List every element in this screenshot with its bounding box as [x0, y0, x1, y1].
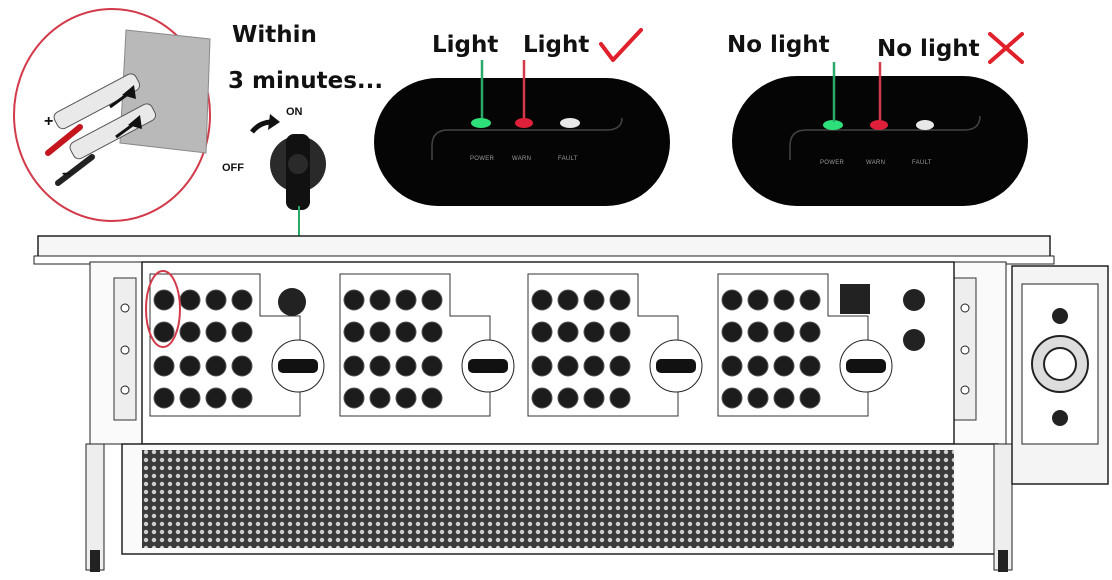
pv-connector	[799, 321, 821, 343]
indicator-panel-bad	[732, 76, 1028, 206]
highlight-ellipse	[143, 268, 183, 350]
pv-connector	[583, 387, 605, 409]
bad-pointer-lines	[828, 62, 888, 126]
pv-connector	[205, 289, 227, 311]
pv-connector	[421, 387, 443, 409]
bad-led-label-power: POWER	[820, 160, 845, 166]
pv-connector	[369, 321, 391, 343]
bad-warn-label: No light	[877, 36, 980, 62]
good-led-label-power: POWER	[470, 156, 495, 162]
pv-connector	[557, 321, 579, 343]
pv-connector	[231, 387, 253, 409]
pv-connector	[721, 289, 743, 311]
minus-sign: −	[62, 166, 72, 183]
plus-sign: +	[44, 113, 54, 130]
good-warn-label: Light	[523, 32, 590, 58]
pv-connector	[721, 387, 743, 409]
pv-connector	[583, 321, 605, 343]
pv-connector	[583, 289, 605, 311]
pv-connector	[369, 355, 391, 377]
pv-connector	[773, 387, 795, 409]
pv-connector	[179, 355, 201, 377]
pv-connector	[773, 289, 795, 311]
pv-connector	[153, 289, 175, 311]
dc-switch-detail	[246, 100, 346, 220]
pv-connector	[773, 321, 795, 343]
pv-connector	[609, 355, 631, 377]
pv-connector	[179, 289, 201, 311]
pv-connector	[179, 321, 201, 343]
pv-connector	[153, 387, 175, 409]
switch-on-label: ON	[286, 106, 303, 118]
pv-connector	[773, 355, 795, 377]
pv-connector	[747, 289, 769, 311]
dc-switch-knob	[846, 359, 886, 373]
pv-connector	[153, 321, 175, 343]
pv-connector	[531, 289, 553, 311]
pv-connector	[747, 321, 769, 343]
pv-connector	[747, 355, 769, 377]
pv-connector	[421, 289, 443, 311]
comm-port	[840, 284, 870, 314]
pv-connector	[609, 289, 631, 311]
pv-connector	[531, 355, 553, 377]
pv-connector	[421, 355, 443, 377]
pv-connector	[369, 387, 391, 409]
good-led-label-warn: WARN	[512, 156, 532, 162]
pv-connector	[231, 321, 253, 343]
check-icon	[597, 26, 645, 66]
pv-connector	[721, 355, 743, 377]
pv-connector	[531, 321, 553, 343]
pv-connector	[205, 387, 227, 409]
wifi-port	[278, 288, 306, 316]
pv-connector	[747, 387, 769, 409]
pv-connector	[343, 387, 365, 409]
pv-connector	[557, 387, 579, 409]
within-label: Within	[232, 22, 317, 48]
bad-led-label-fault: FAULT	[912, 160, 932, 166]
bad-power-label: No light	[727, 32, 830, 58]
pv-connector	[799, 387, 821, 409]
dc-switch-knob	[278, 359, 318, 373]
pv-connector	[609, 321, 631, 343]
inverter-connector-panel	[140, 262, 940, 422]
pv-connector	[721, 321, 743, 343]
aux-connector	[903, 329, 925, 351]
indicator-panel-good	[374, 78, 670, 206]
pv-connector	[153, 355, 175, 377]
pv-connector	[343, 289, 365, 311]
pv-connector	[395, 289, 417, 311]
pv-connector	[343, 355, 365, 377]
pv-connector	[557, 289, 579, 311]
cross-icon	[984, 28, 1028, 68]
pv-connector	[531, 387, 553, 409]
switch-off-label: OFF	[222, 162, 244, 174]
pv-connector	[231, 355, 253, 377]
pv-connector	[421, 321, 443, 343]
good-led-label-fault: FAULT	[558, 156, 578, 162]
pv-connector	[395, 321, 417, 343]
aux-connector	[903, 289, 925, 311]
dc-switch-knob	[468, 359, 508, 373]
pv-connector	[799, 289, 821, 311]
pv-connector	[557, 355, 579, 377]
minutes-label: 3 minutes...	[228, 68, 384, 94]
connector-callout	[10, 5, 220, 227]
good-power-label: Light	[432, 32, 499, 58]
pv-connector	[205, 321, 227, 343]
pv-connector	[609, 387, 631, 409]
bad-led-label-warn: WARN	[866, 160, 886, 166]
pv-connector	[799, 355, 821, 377]
pv-connector	[231, 289, 253, 311]
pv-connector	[583, 355, 605, 377]
pv-connector	[205, 355, 227, 377]
pv-connector	[395, 387, 417, 409]
pv-connector	[179, 387, 201, 409]
pv-connector	[369, 289, 391, 311]
good-pointer-lines	[470, 60, 530, 124]
pv-connector	[343, 321, 365, 343]
dc-switch-knob	[656, 359, 696, 373]
pv-connector	[395, 355, 417, 377]
